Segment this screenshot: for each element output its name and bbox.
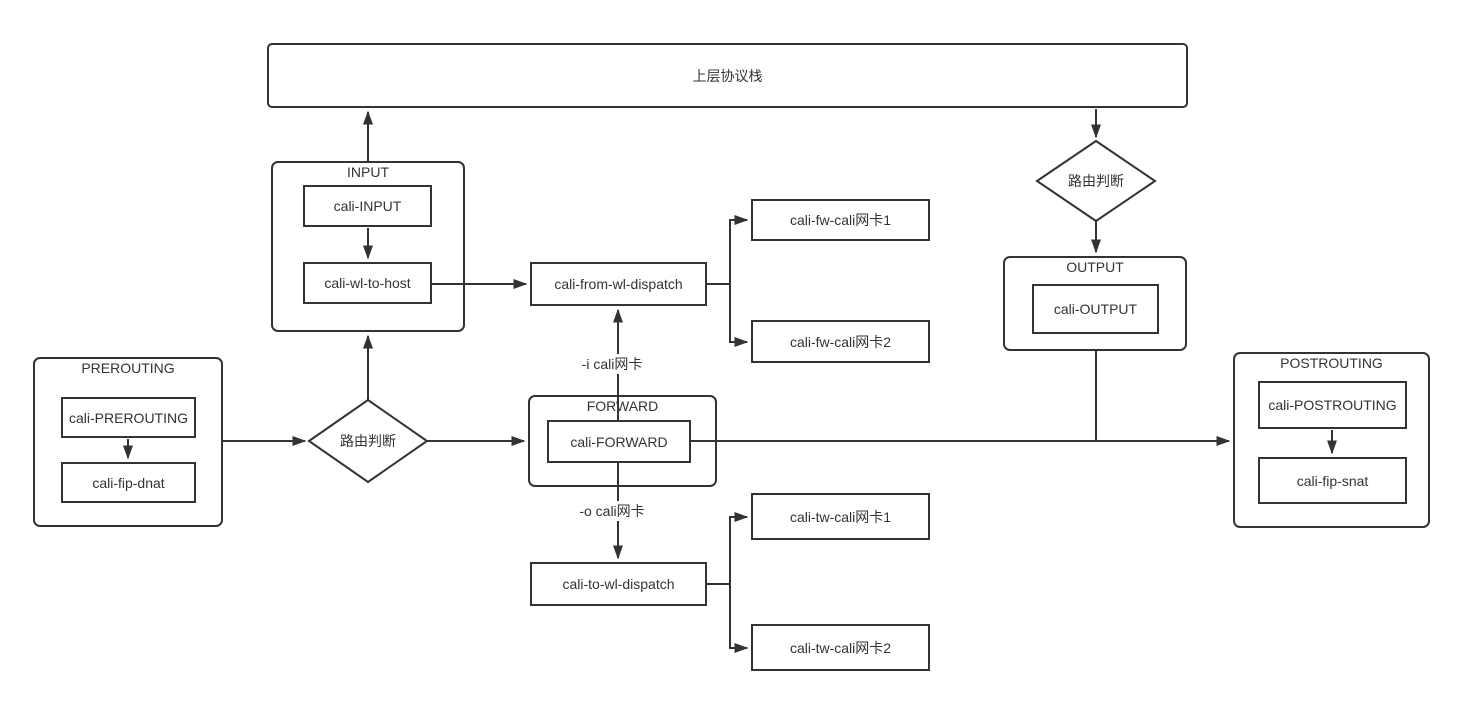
node-cali-input: cali-INPUT [303,185,432,227]
edge-label-out-interface: -o cali网卡 [576,501,648,521]
edge-dispatch-to-fw-nic2 [729,284,749,347]
edge-dispatch-to-tw-nic1 [729,512,749,584]
node-cali-tw-nic2: cali-tw-cali网卡2 [751,624,930,671]
node-cali-prerouting: cali-PREROUTING [61,397,196,438]
diamond-route-decision-right [1035,139,1157,223]
node-cali-postrouting: cali-POSTROUTING [1258,381,1407,429]
route-decision-right-label: 路由判断 [1068,173,1124,189]
node-cali-fip-dnat: cali-fip-dnat [61,462,196,503]
node-cali-wl-to-host: cali-wl-to-host [303,262,432,304]
node-cali-output: cali-OUTPUT [1032,284,1159,334]
edge-label-in-interface: -i cali网卡 [578,354,646,374]
edge-dispatch-to-tw-nic2 [729,584,749,653]
diamond-route-decision-left [307,398,429,484]
node-cali-tw-nic1: cali-tw-cali网卡1 [751,493,930,540]
node-cali-fw-nic2: cali-fw-cali网卡2 [751,320,930,363]
node-cali-forward: cali-FORWARD [547,420,691,463]
node-cali-fip-snat: cali-fip-snat [1258,457,1407,504]
edge-dispatch-to-fw-nic1 [729,215,749,284]
node-cali-to-wl-dispatch: cali-to-wl-dispatch [530,562,707,606]
node-cali-from-wl-dispatch: cali-from-wl-dispatch [530,262,707,306]
node-cali-fw-nic1: cali-fw-cali网卡1 [751,199,930,241]
node-protocol-stack: 上层协议栈 [267,43,1188,108]
route-decision-left-label: 路由判断 [340,433,396,449]
